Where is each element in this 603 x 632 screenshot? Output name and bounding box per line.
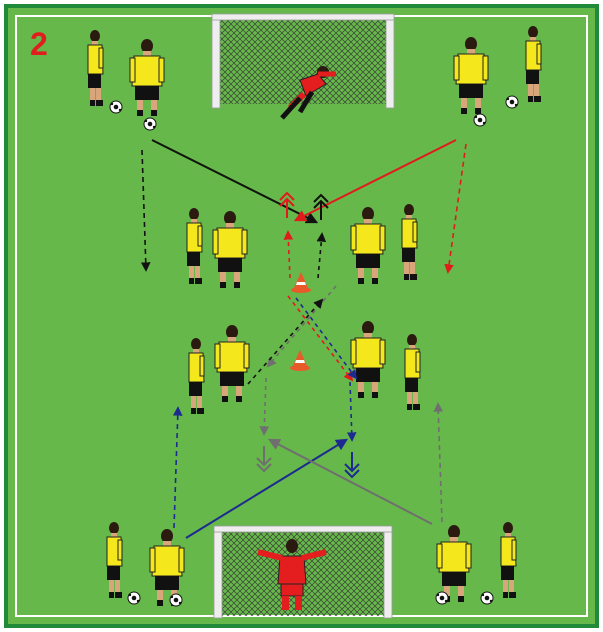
run-arrow-grey [259,377,270,436]
shot-chevrons-red [279,191,295,218]
ball [109,100,123,114]
shot-chevrons-grey [256,446,272,473]
run-arrow-blue [346,381,357,442]
shot-chevrons-black [313,193,329,220]
run-arrow-blue [172,406,183,529]
pass-arrow-red [293,139,457,222]
run-arrow-grey [433,402,444,523]
bottom-goalkeeper [257,539,327,610]
ball [473,113,487,127]
ball [143,117,157,131]
pass-arrow-blue [185,438,349,539]
ball [169,593,183,607]
run-arrow-blue [295,297,358,380]
pass-arrow-black [151,139,319,224]
step-number: 2 [30,26,48,62]
ball [480,591,494,605]
ball [127,591,141,605]
bottom-goal [213,525,393,619]
top-goal [211,13,395,109]
run-arrow-black [247,298,324,385]
run-arrow-black [140,149,151,272]
top-goalkeeper [280,66,336,120]
run-arrow-red [287,295,354,382]
run-arrow-red [444,143,467,274]
ball [435,591,449,605]
pass-arrow-grey [267,438,433,525]
ball [505,95,519,109]
run-arrow-grey [266,285,337,368]
shot-chevrons-blue [344,452,360,479]
